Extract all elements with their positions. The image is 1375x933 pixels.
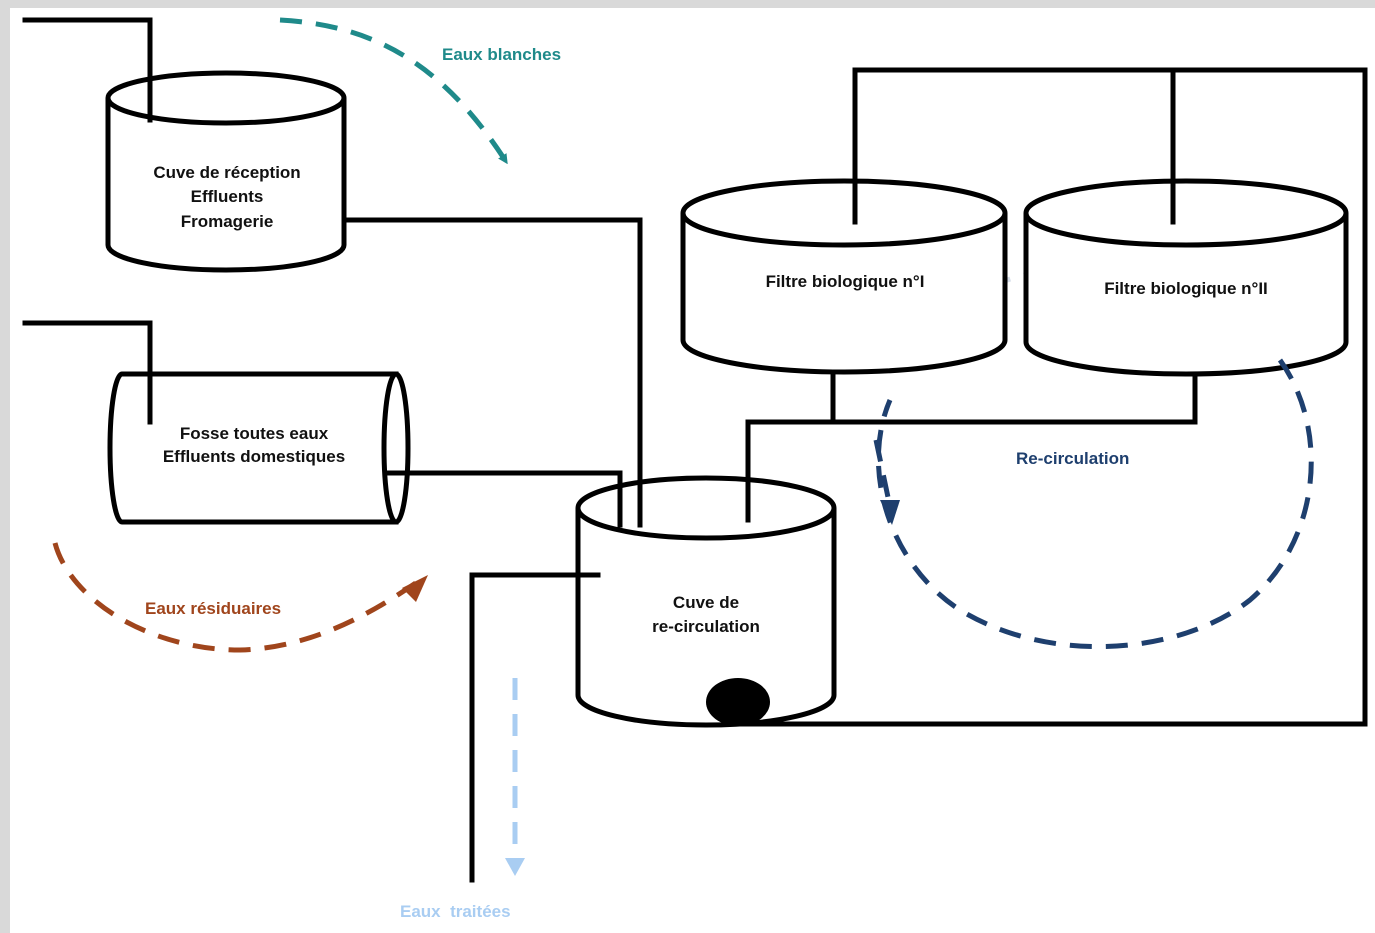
- label-recirculation-tank-line1: Cuve de: [673, 593, 739, 612]
- tank-fosse: [107, 320, 411, 525]
- label-eaux-traitees: Eaux traitées: [400, 902, 511, 921]
- label-eaux-residuaires: Eaux résiduaires: [145, 599, 281, 618]
- pump-icon: [706, 678, 770, 726]
- label-eaux-blanches: Eaux blanches: [442, 45, 561, 64]
- eaux-residuaires-arrow: [52, 542, 422, 653]
- label-filtre2: Filtre biologique n°II: [1104, 279, 1268, 298]
- recirculation-arrow: [876, 358, 1314, 650]
- label-recirculation-tank-line2: re-circulation: [652, 617, 760, 636]
- recirculation-arrowhead: [880, 500, 900, 525]
- diagram-canvas: Cuve de réception Effluents Fromagerie F…: [10, 8, 1375, 933]
- pipe-treated-outlet: [469, 572, 601, 883]
- label-filtre1: Filtre biologique n°I: [766, 272, 925, 291]
- eaux-blanches-arrow: [279, 17, 508, 165]
- label-fosse-line2: Effluents domestiques: [163, 447, 345, 466]
- pipe-reception-to-recirculation: [342, 217, 643, 528]
- label-recirculation: Re-circulation: [1016, 449, 1129, 468]
- process-diagram: Cuve de réception Effluents Fromagerie F…: [22, 17, 1368, 921]
- label-reception-line3: Fromagerie: [181, 212, 274, 231]
- tank-recirculation: [557, 467, 837, 728]
- label-fosse-line1: Fosse toutes eaux: [180, 424, 329, 443]
- eaux-residuaires-arrowhead: [402, 575, 428, 602]
- tank-filtre2: [1023, 67, 1349, 377]
- tank-filtre1: [680, 67, 1008, 375]
- recirculation-arrow-tail: [873, 439, 892, 503]
- eaux-traitees-arrowhead: [505, 858, 525, 876]
- label-reception-line2: Effluents: [191, 187, 264, 206]
- tank-reception: [105, 17, 347, 273]
- label-reception-line1: Cuve de réception: [153, 163, 300, 182]
